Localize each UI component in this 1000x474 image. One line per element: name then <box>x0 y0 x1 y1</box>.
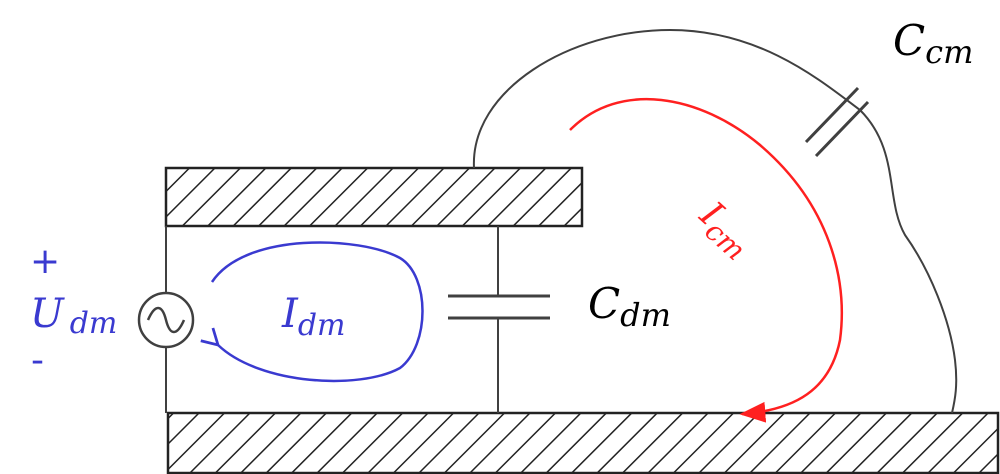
c-cm-main: C <box>893 16 925 65</box>
ac-voltage-source-icon <box>137 291 195 349</box>
i-dm-label: Idm <box>281 291 345 343</box>
c-dm-label: Cdm <box>588 279 671 334</box>
c-cm-sub: cm <box>925 33 973 71</box>
plus-sign: + <box>30 241 60 282</box>
u-dm-sub: dm <box>70 306 118 341</box>
i-dm-sub: dm <box>298 308 346 343</box>
u-dm-main: U <box>30 291 65 337</box>
upper-hatched-plate <box>164 166 584 228</box>
differential-mode-current-arrow <box>200 241 424 383</box>
i-cm-label: Icm <box>687 194 761 267</box>
differential-mode-capacitor-icon <box>448 294 550 320</box>
common-mode-capacitor-icon <box>804 86 870 158</box>
common-mode-current-arrow <box>569 97 843 423</box>
c-cm-label: Ccm <box>893 16 973 71</box>
i-dm-main: I <box>281 291 299 337</box>
ground-hatched-plate <box>166 411 1000 474</box>
c-dm-main: C <box>588 279 620 328</box>
minus-sign: - <box>31 340 44 381</box>
c-dm-sub: dm <box>620 296 671 334</box>
